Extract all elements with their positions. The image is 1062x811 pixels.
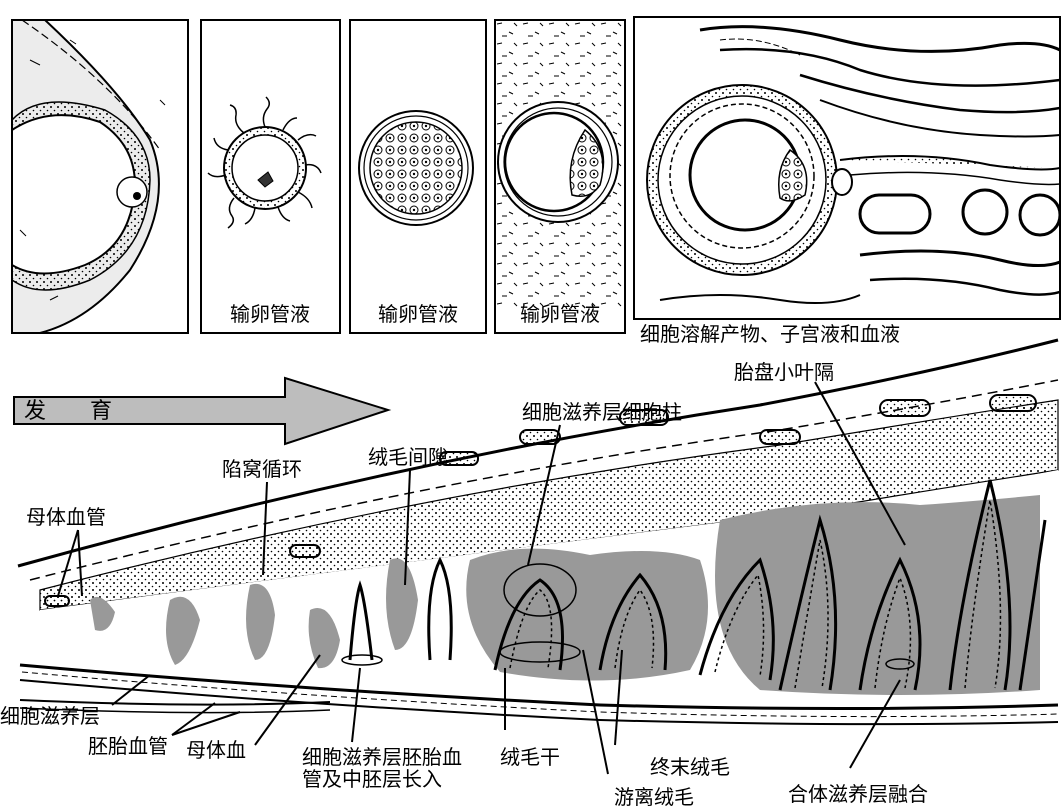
label-ingrowth-line-1: 细胞滋养层胚胎血	[302, 745, 462, 769]
panel-2: 输卵管液	[200, 19, 341, 334]
label-fetal-vessels: 胚胎血管	[88, 734, 168, 758]
diagram-labels: 母体血管 陷窝循环 绒毛间隙 细胞滋养层细胞柱 胎盘小叶隔 细胞滋养层 胚胎血管…	[0, 360, 928, 809]
chorionic-plate	[19, 663, 1059, 710]
panel-5-caption: 细胞溶解产物、子宫液和血液	[640, 322, 900, 346]
label-cytotrophoblast: 细胞滋养层	[0, 704, 100, 728]
panel-2-caption: 输卵管液	[230, 302, 310, 326]
panel-4-caption: 输卵管液	[520, 302, 600, 326]
label-maternal-vessels: 母体血管	[26, 505, 106, 529]
panel-4: 输卵管液	[494, 19, 626, 334]
arrow-label-development-1: 发	[24, 399, 46, 424]
panel-5: 细胞溶解产物、子宫液和血液	[633, 16, 1061, 346]
label-ingrowth-line-2: 管及中胚层长入	[302, 767, 442, 791]
label-terminal-villus: 终末绒毛	[650, 755, 730, 779]
villous-tree-inner	[509, 499, 1002, 689]
arrow-label-development-2: 育	[90, 399, 112, 424]
label-lacunar-circulation: 陷窝循环	[222, 457, 302, 481]
label-maternal-blood: 母体血	[186, 738, 246, 762]
label-cytotrophoblast-column: 细胞滋养层细胞柱	[522, 400, 682, 424]
panel-3-caption: 输卵管液	[378, 302, 458, 326]
label-placental-septum: 胎盘小叶隔	[734, 360, 834, 384]
label-stem-villus: 绒毛干	[500, 745, 560, 769]
villous-trees	[348, 479, 1047, 691]
corona-radiata	[207, 96, 322, 229]
leader-lines	[57, 381, 906, 775]
label-free-villus: 游离绒毛	[614, 785, 694, 809]
inner-cell-mass	[569, 128, 604, 197]
morula	[369, 121, 463, 215]
development-arrow: 发 育	[13, 376, 392, 446]
panel-3: 输卵管液	[349, 19, 487, 334]
maternal-vessels-group	[44, 394, 1037, 607]
arrow-shape	[13, 376, 392, 446]
intervillous-blood	[90, 495, 1040, 695]
label-intervillous-space: 绒毛间隙	[368, 445, 448, 469]
panel-1	[11, 19, 189, 334]
placenta-section	[17, 338, 1060, 800]
label-syncytial-fusion: 合体滋养层融合	[788, 782, 928, 806]
